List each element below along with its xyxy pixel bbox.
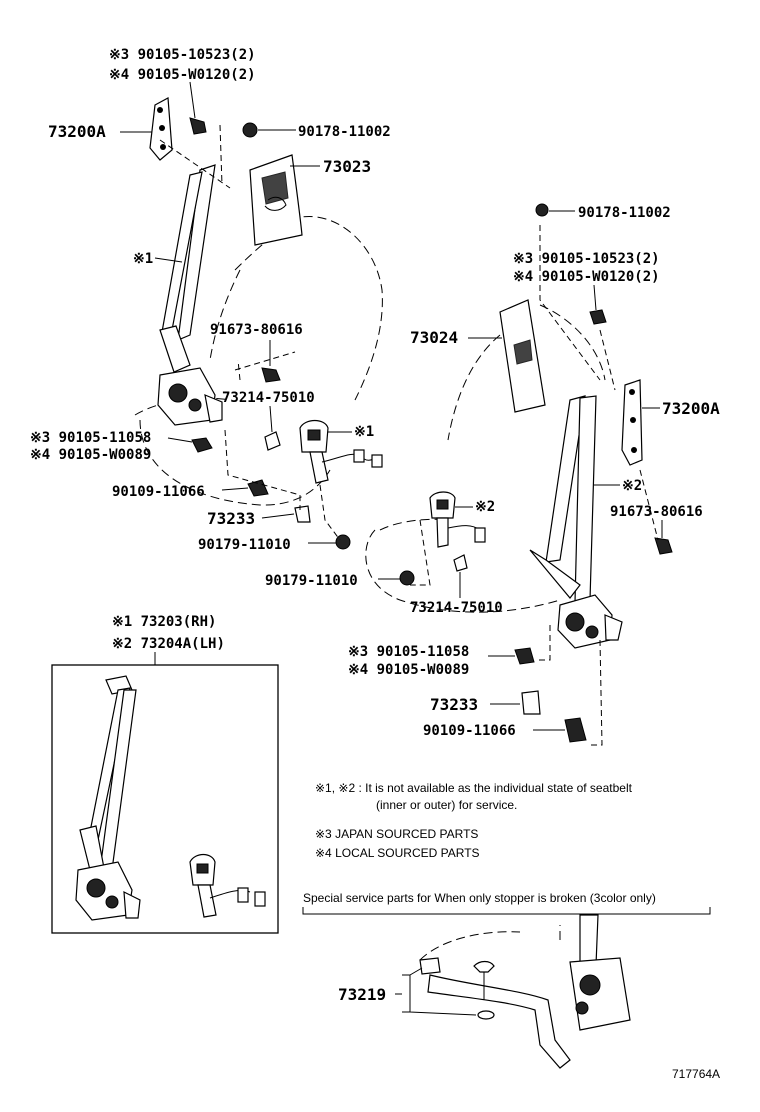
left-bolt-mid-shape bbox=[261, 367, 281, 383]
left-pillar-cover bbox=[249, 154, 303, 246]
left-retractor-bolt-shape bbox=[191, 437, 213, 453]
label-lh-top-nut: 90178-11002 bbox=[298, 124, 391, 140]
label-rh-top-bolt-jp: ※3 90105-10523(2) bbox=[513, 251, 660, 267]
assembly-belt-illustration bbox=[75, 675, 141, 921]
label-rh-buckle-bolt: 73214-75010 bbox=[410, 600, 503, 616]
label-lh-cover: 73023 bbox=[323, 157, 371, 176]
label-rh-belt-mark: ※2 bbox=[622, 478, 642, 494]
assembly-box: ※1 73203(RH) ※2 73204A(LH) bbox=[51, 614, 279, 934]
left-bolt-low-shape bbox=[247, 479, 269, 497]
label-lh-anchor: 73200A bbox=[48, 122, 106, 141]
note-special: Special service parts for When only stop… bbox=[303, 891, 656, 905]
label-lh-top-bolt-local: ※4 90105-W0120(2) bbox=[109, 67, 256, 83]
right-retractor-bolt-shape bbox=[514, 647, 535, 665]
label-lh-top-bolt-jp: ※3 90105-10523(2) bbox=[109, 47, 256, 63]
label-lh-retractor-bolt-local: ※4 90105-W0089 bbox=[30, 447, 151, 463]
label-lh-bolt-low: 90109-11066 bbox=[112, 484, 205, 500]
left-top-nut bbox=[242, 122, 258, 138]
assembly-buckle-illustration bbox=[189, 853, 266, 918]
right-clip-shape bbox=[453, 554, 468, 572]
right-seatbelt-assembly bbox=[365, 203, 673, 746]
right-nut-low-shape bbox=[399, 570, 415, 586]
right-retractor bbox=[557, 594, 623, 649]
left-retractor bbox=[157, 367, 223, 426]
label-rh-cap: 73233 bbox=[430, 695, 478, 714]
label-lh-cap: 73233 bbox=[207, 509, 255, 528]
assembly-frame bbox=[51, 664, 279, 934]
right-bolt-mid-shape bbox=[654, 537, 673, 555]
left-cap-shape bbox=[294, 505, 311, 523]
label-lh-buckle-mark: ※1 bbox=[354, 424, 374, 440]
left-seatbelt-assembly bbox=[134, 97, 383, 550]
label-rh-anchor: 73200A bbox=[662, 399, 720, 418]
left-labels: ※3 90105-10523(2) ※4 90105-W0120(2) 7320… bbox=[30, 47, 391, 553]
label-lh-bolt-mid: 91673-80616 bbox=[210, 322, 303, 338]
diagram-id: 717764A bbox=[672, 1067, 720, 1081]
right-top-nut bbox=[535, 203, 549, 217]
label-rh-retractor-bolt-local: ※4 90105-W0089 bbox=[348, 662, 469, 678]
left-buckle bbox=[299, 419, 383, 484]
label-rh-cover: 73024 bbox=[410, 328, 458, 347]
note-line-2: (inner or outer) for service. bbox=[376, 798, 517, 812]
label-rh-top-bolt-local: ※4 90105-W0120(2) bbox=[513, 269, 660, 285]
right-pillar-cover bbox=[499, 299, 546, 413]
left-belt-webbing bbox=[159, 164, 216, 373]
right-cap-shape bbox=[521, 690, 541, 715]
left-upper-anchor bbox=[149, 97, 173, 161]
label-lh-nut-low: 90179-11010 bbox=[198, 537, 291, 553]
right-buckle bbox=[429, 491, 486, 548]
label-rh-retractor-bolt-jp: ※3 90105-11058 bbox=[348, 644, 469, 660]
label-assy-rh: ※1 73203(RH) bbox=[112, 614, 216, 630]
right-labels: 90178-11002 ※3 90105-10523(2) ※4 90105-W… bbox=[265, 205, 720, 739]
left-top-bolt bbox=[189, 117, 207, 135]
label-lh-buckle-bolt: 73214-75010 bbox=[222, 390, 315, 406]
label-lh-retractor-bolt-jp: ※3 90105-11058 bbox=[30, 430, 151, 446]
label-rh-top-nut: 90178-11002 bbox=[578, 205, 671, 221]
label-rh-buckle-mark: ※2 bbox=[475, 499, 495, 515]
label-rh-bolt-mid: 91673-80616 bbox=[610, 504, 703, 520]
label-rh-bolt-low: 90109-11066 bbox=[423, 723, 516, 739]
left-nut-low-shape bbox=[335, 534, 351, 550]
note-line-3: ※3 JAPAN SOURCED PARTS bbox=[315, 827, 478, 841]
left-clip-shape bbox=[264, 431, 281, 451]
label-lh-belt-mark: ※1 bbox=[133, 251, 153, 267]
right-bolt-low-shape bbox=[564, 717, 587, 743]
notes-block: ※1, ※2 : It is not available as the indi… bbox=[302, 781, 711, 915]
right-belt-webbing bbox=[529, 395, 597, 603]
label-assy-lh: ※2 73204A(LH) bbox=[112, 636, 225, 652]
right-seat-outline bbox=[365, 304, 606, 613]
label-rh-nut-low: 90179-11010 bbox=[265, 573, 358, 589]
right-upper-anchor bbox=[621, 379, 643, 466]
label-stopper-part: 73219 bbox=[338, 985, 386, 1004]
right-top-bolt bbox=[589, 309, 607, 325]
stopper-detail bbox=[402, 914, 631, 1069]
note-line-4: ※4 LOCAL SOURCED PARTS bbox=[315, 846, 480, 860]
note-line-1: ※1, ※2 : It is not available as the indi… bbox=[315, 781, 633, 795]
stopper-labels: 73219 717764A bbox=[338, 985, 720, 1081]
